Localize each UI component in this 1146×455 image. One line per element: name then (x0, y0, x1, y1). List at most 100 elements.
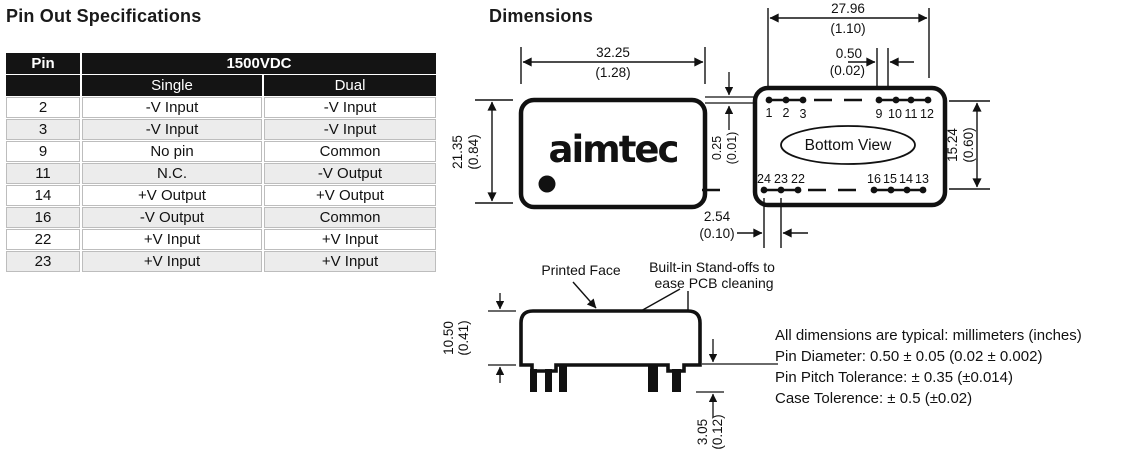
pin-cell: 9 (6, 141, 80, 162)
single-cell: +V Output (82, 185, 262, 206)
pin-label: 2 (783, 106, 790, 120)
side-view-height-in: (0.41) (456, 320, 471, 355)
table-row: 11 N.C. -V Output (6, 163, 436, 184)
single-cell: -V Input (82, 119, 262, 140)
bottom-view-width-mm: 27.96 (831, 1, 865, 16)
width-dimension-27-96 (767, 8, 930, 88)
dimensions-title: Dimensions (489, 6, 594, 26)
dual-cell: -V Output (264, 163, 436, 184)
pin-label: 23 (774, 172, 788, 186)
dual-cell: +V Input (264, 251, 436, 272)
table-row: 22 +V Input +V Input (6, 229, 436, 250)
single-cell: No pin (82, 141, 262, 162)
top-view-width-in: (1.28) (595, 65, 630, 80)
pin-cell: 2 (6, 97, 80, 118)
pin-length-dimension-3-05 (696, 339, 778, 417)
table-row: 23 +V Input +V Input (6, 251, 436, 272)
standoffs-label-line2: ease PCB cleaning (654, 275, 773, 291)
module-case-top-view: aimtec (518, 97, 708, 210)
bottom-view-oval: Bottom View (780, 125, 916, 165)
table-subheader-row: Single Dual (6, 75, 436, 96)
pin-column-header: Pin (6, 53, 80, 74)
pin-diameter-mm: 0.50 (836, 46, 862, 61)
bottom-view-height-mm: 15.24 (945, 128, 960, 162)
pin1-indicator-dot (538, 175, 556, 193)
pin-labels-bottom: 24 23 22 16 15 14 13 (757, 172, 929, 186)
note-line: All dimensions are typical: millimeters … (775, 327, 1082, 344)
dual-cell: +V Input (264, 229, 436, 250)
pitch-mm: 2.54 (704, 209, 731, 224)
table-row: 14 +V Output +V Output (6, 185, 436, 206)
pin-label: 15 (883, 172, 897, 186)
top-view-height-mm: 21.35 (450, 135, 465, 169)
dual-cell: Common (264, 141, 436, 162)
dual-cell: Common (264, 207, 436, 228)
dimension-notes: All dimensions are typical: millimeters … (775, 325, 1082, 409)
bottom-view-label: Bottom View (805, 137, 893, 154)
voltage-group-header: 1500VDC (82, 53, 436, 74)
pin-label: 16 (867, 172, 881, 186)
note-line: Pin Pitch Tolerance: ± 0.35 (±0.014) (775, 369, 1013, 386)
pin-labels-top: 1 2 3 9 10 11 12 (766, 106, 934, 121)
note-line: Pin Diameter: 0.50 ± 0.05 (0.02 ± 0.002) (775, 348, 1043, 365)
pin-dots-top (765, 96, 932, 104)
height-dimension-10-50 (488, 293, 516, 383)
printed-face-label: Printed Face (541, 262, 621, 278)
single-column-header: Single (82, 75, 262, 96)
empty-header-cell (6, 75, 80, 96)
top-view-width-mm: 32.25 (596, 45, 630, 60)
pin-cell: 3 (6, 119, 80, 140)
row-offset-in: (0.01) (725, 132, 739, 165)
pinout-table: Pin 1500VDC Single Dual 2 -V Input -V In… (4, 52, 438, 273)
pin-cell: 22 (6, 229, 80, 250)
note-line: Case Tolerence: ± 0.5 (±0.02) (775, 390, 973, 407)
pin-cell: 23 (6, 251, 80, 272)
top-view-height-in: (0.84) (466, 134, 481, 169)
single-cell: -V Input (82, 97, 262, 118)
table-row: 9 No pin Common (6, 141, 436, 162)
dual-cell: -V Input (264, 97, 436, 118)
pin-label: 1 (766, 106, 773, 120)
top-view-drawing: 32.25 (1.28) 21.35 (0.84) aimtec (450, 45, 708, 210)
pitch-in: (0.10) (699, 226, 734, 241)
pin-label: 13 (915, 172, 929, 186)
side-view-pins (530, 365, 681, 392)
pin-cell: 16 (6, 207, 80, 228)
module-case-bottom-view (752, 85, 948, 208)
bottom-view-width-in: (1.10) (830, 21, 865, 36)
side-view-height-mm: 10.50 (441, 321, 456, 355)
height-dimension-15-24 (949, 100, 990, 190)
pin-cell: 11 (6, 163, 80, 184)
single-cell: N.C. (82, 163, 262, 184)
table-header-row: Pin 1500VDC (6, 53, 436, 74)
table-row: 16 -V Output Common (6, 207, 436, 228)
module-case-side-view (519, 309, 702, 373)
height-dimension-21-35 (475, 99, 513, 204)
standoffs-label-line1: Built-in Stand-offs to (649, 259, 775, 275)
side-view-drawing: Printed Face Built-in Stand-offs to ease… (441, 259, 778, 450)
pin-spec-table: Pin 1500VDC Single Dual 2 -V Input -V In… (4, 52, 438, 273)
pin-label: 11 (905, 107, 918, 121)
single-cell: +V Input (82, 229, 262, 250)
single-cell: +V Input (82, 251, 262, 272)
aimtec-logo: aimtec (549, 128, 678, 171)
single-cell: -V Output (82, 207, 262, 228)
pin-dots-bottom (760, 186, 927, 194)
dual-column-header: Dual (264, 75, 436, 96)
pin-label: 24 (757, 172, 771, 186)
width-dimension-32-25 (520, 47, 706, 84)
pin-label: 22 (791, 172, 805, 186)
pin-diameter-in: (0.02) (830, 63, 865, 78)
table-row: 2 -V Input -V Input (6, 97, 436, 118)
bottom-view-drawing: 27.96 (1.10) 0.50 (0.02) 1 2 3 9 10 11 1… (699, 1, 990, 248)
pin-diameter-dimension-0-50 (848, 48, 914, 88)
dual-cell: -V Input (264, 119, 436, 140)
pin-label: 3 (800, 107, 807, 121)
row-offset-mm: 0.25 (710, 136, 724, 160)
pin-label: 9 (876, 107, 883, 121)
pinout-title: Pin Out Specifications (6, 6, 202, 26)
pin-length-in: (0.12) (710, 414, 725, 449)
pin-label: 14 (899, 172, 913, 186)
bottom-view-height-in: (0.60) (961, 127, 976, 162)
pin-length-mm: 3.05 (695, 419, 710, 445)
